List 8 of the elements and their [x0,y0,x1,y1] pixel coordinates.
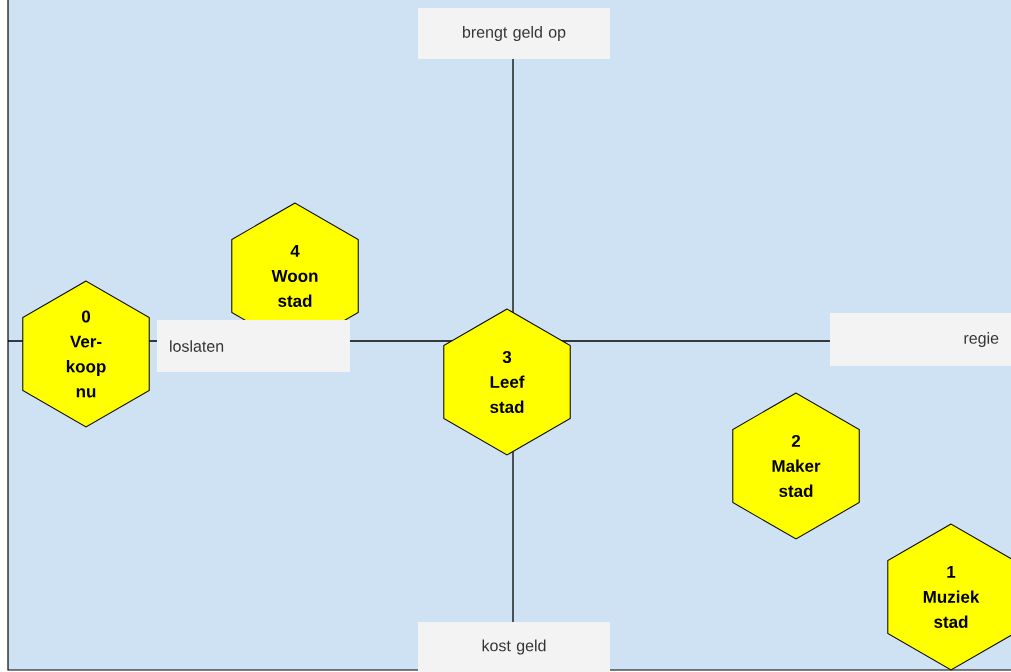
axis-label-box: brengt geld op [418,8,610,59]
hexagon: 3 Leef stad [443,308,571,456]
axis-label-box: loslaten [157,320,350,372]
axis-label-box: kost geld [418,622,610,672]
axis-label-box: regie [830,313,1011,366]
hexagon: 2 Maker stad [732,392,860,540]
hexagon: 0 Ver- koop nu [22,280,150,428]
hexagon: 1 Muziek stad [887,523,1011,671]
